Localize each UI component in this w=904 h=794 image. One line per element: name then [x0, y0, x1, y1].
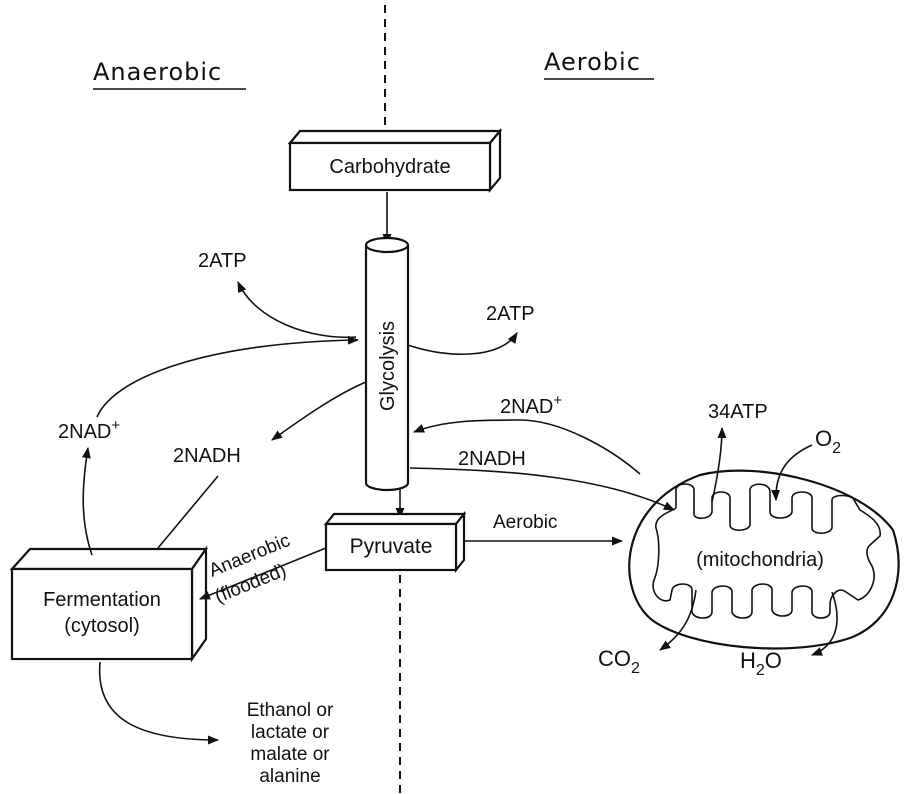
heading-aerobic: Aerobic: [544, 48, 641, 76]
arrow-nad-left-to-glycolysis: [97, 340, 358, 417]
product-line: Ethanol or: [247, 700, 334, 721]
product-line: alanine: [259, 766, 320, 787]
mitochondria-label: (mitochondria): [696, 549, 824, 571]
nad-left-superscript: +: [111, 417, 120, 434]
co2-text: CO: [598, 646, 631, 671]
arrow-glycolysis-to-nadh-left: [272, 382, 366, 440]
mitochondria-node: (mitochondria): [629, 471, 898, 649]
h2o-subscript: 2: [756, 662, 765, 679]
arrow-glycolysis-to-atp-right: [408, 333, 517, 354]
nad-right-label: 2NAD+: [500, 392, 562, 418]
nadh-right-label: 2NADH: [458, 448, 526, 470]
nad-right-superscript: +: [553, 392, 562, 409]
carbohydrate-label: Carbohydrate: [329, 156, 450, 178]
h2o-o: O: [765, 648, 782, 673]
fermentation-products: Ethanol or lactate or malate or alanine: [247, 700, 334, 787]
product-line: lactate or: [251, 722, 330, 743]
nadh-left-label: 2NADH: [173, 445, 241, 467]
h2o-h: H: [740, 648, 756, 673]
arrow-fermentation-to-nad-left: [83, 448, 92, 555]
glycolysis-label: Glycolysis: [377, 321, 399, 411]
o2-subscript: 2: [832, 440, 841, 457]
nad-left-label: 2NAD+: [58, 417, 120, 443]
nad-right-text: 2NAD: [500, 396, 553, 418]
arrow-glycolysis-to-mitochondria: [410, 468, 674, 510]
arrow-mitochondria-to-glycolysis: [414, 420, 640, 474]
atp-34-label: 34ATP: [708, 401, 768, 423]
o2-text: O: [815, 426, 832, 451]
glycolysis-node: Glycolysis: [366, 238, 408, 490]
fermentation-label: Fermentation: [43, 589, 161, 611]
atp-right-label: 2ATP: [486, 303, 535, 325]
heading-anaerobic: Anaerobic: [93, 58, 222, 86]
line-nadh-left-to-fermentation: [158, 476, 218, 548]
h2o-label: H2O: [740, 648, 782, 679]
co2-label: CO2: [598, 646, 640, 677]
arrow-fermentation-to-products: [100, 662, 218, 740]
aerobic-path-label: Aerobic: [493, 512, 557, 533]
o2-label: O2: [815, 426, 841, 457]
co2-subscript: 2: [631, 660, 640, 677]
pyruvate-node: Pyruvate: [326, 514, 464, 570]
carbohydrate-node: Carbohydrate: [290, 131, 500, 190]
atp-left-label: 2ATP: [198, 250, 247, 272]
product-line: malate or: [250, 744, 330, 765]
pyruvate-label: Pyruvate: [350, 535, 433, 558]
fermentation-node: Fermentation (cytosol): [12, 549, 206, 659]
arrow-glycolysis-to-atp-left: [238, 282, 356, 337]
fermentation-sublabel: (cytosol): [64, 615, 140, 637]
nad-left-text: 2NAD: [58, 421, 111, 443]
